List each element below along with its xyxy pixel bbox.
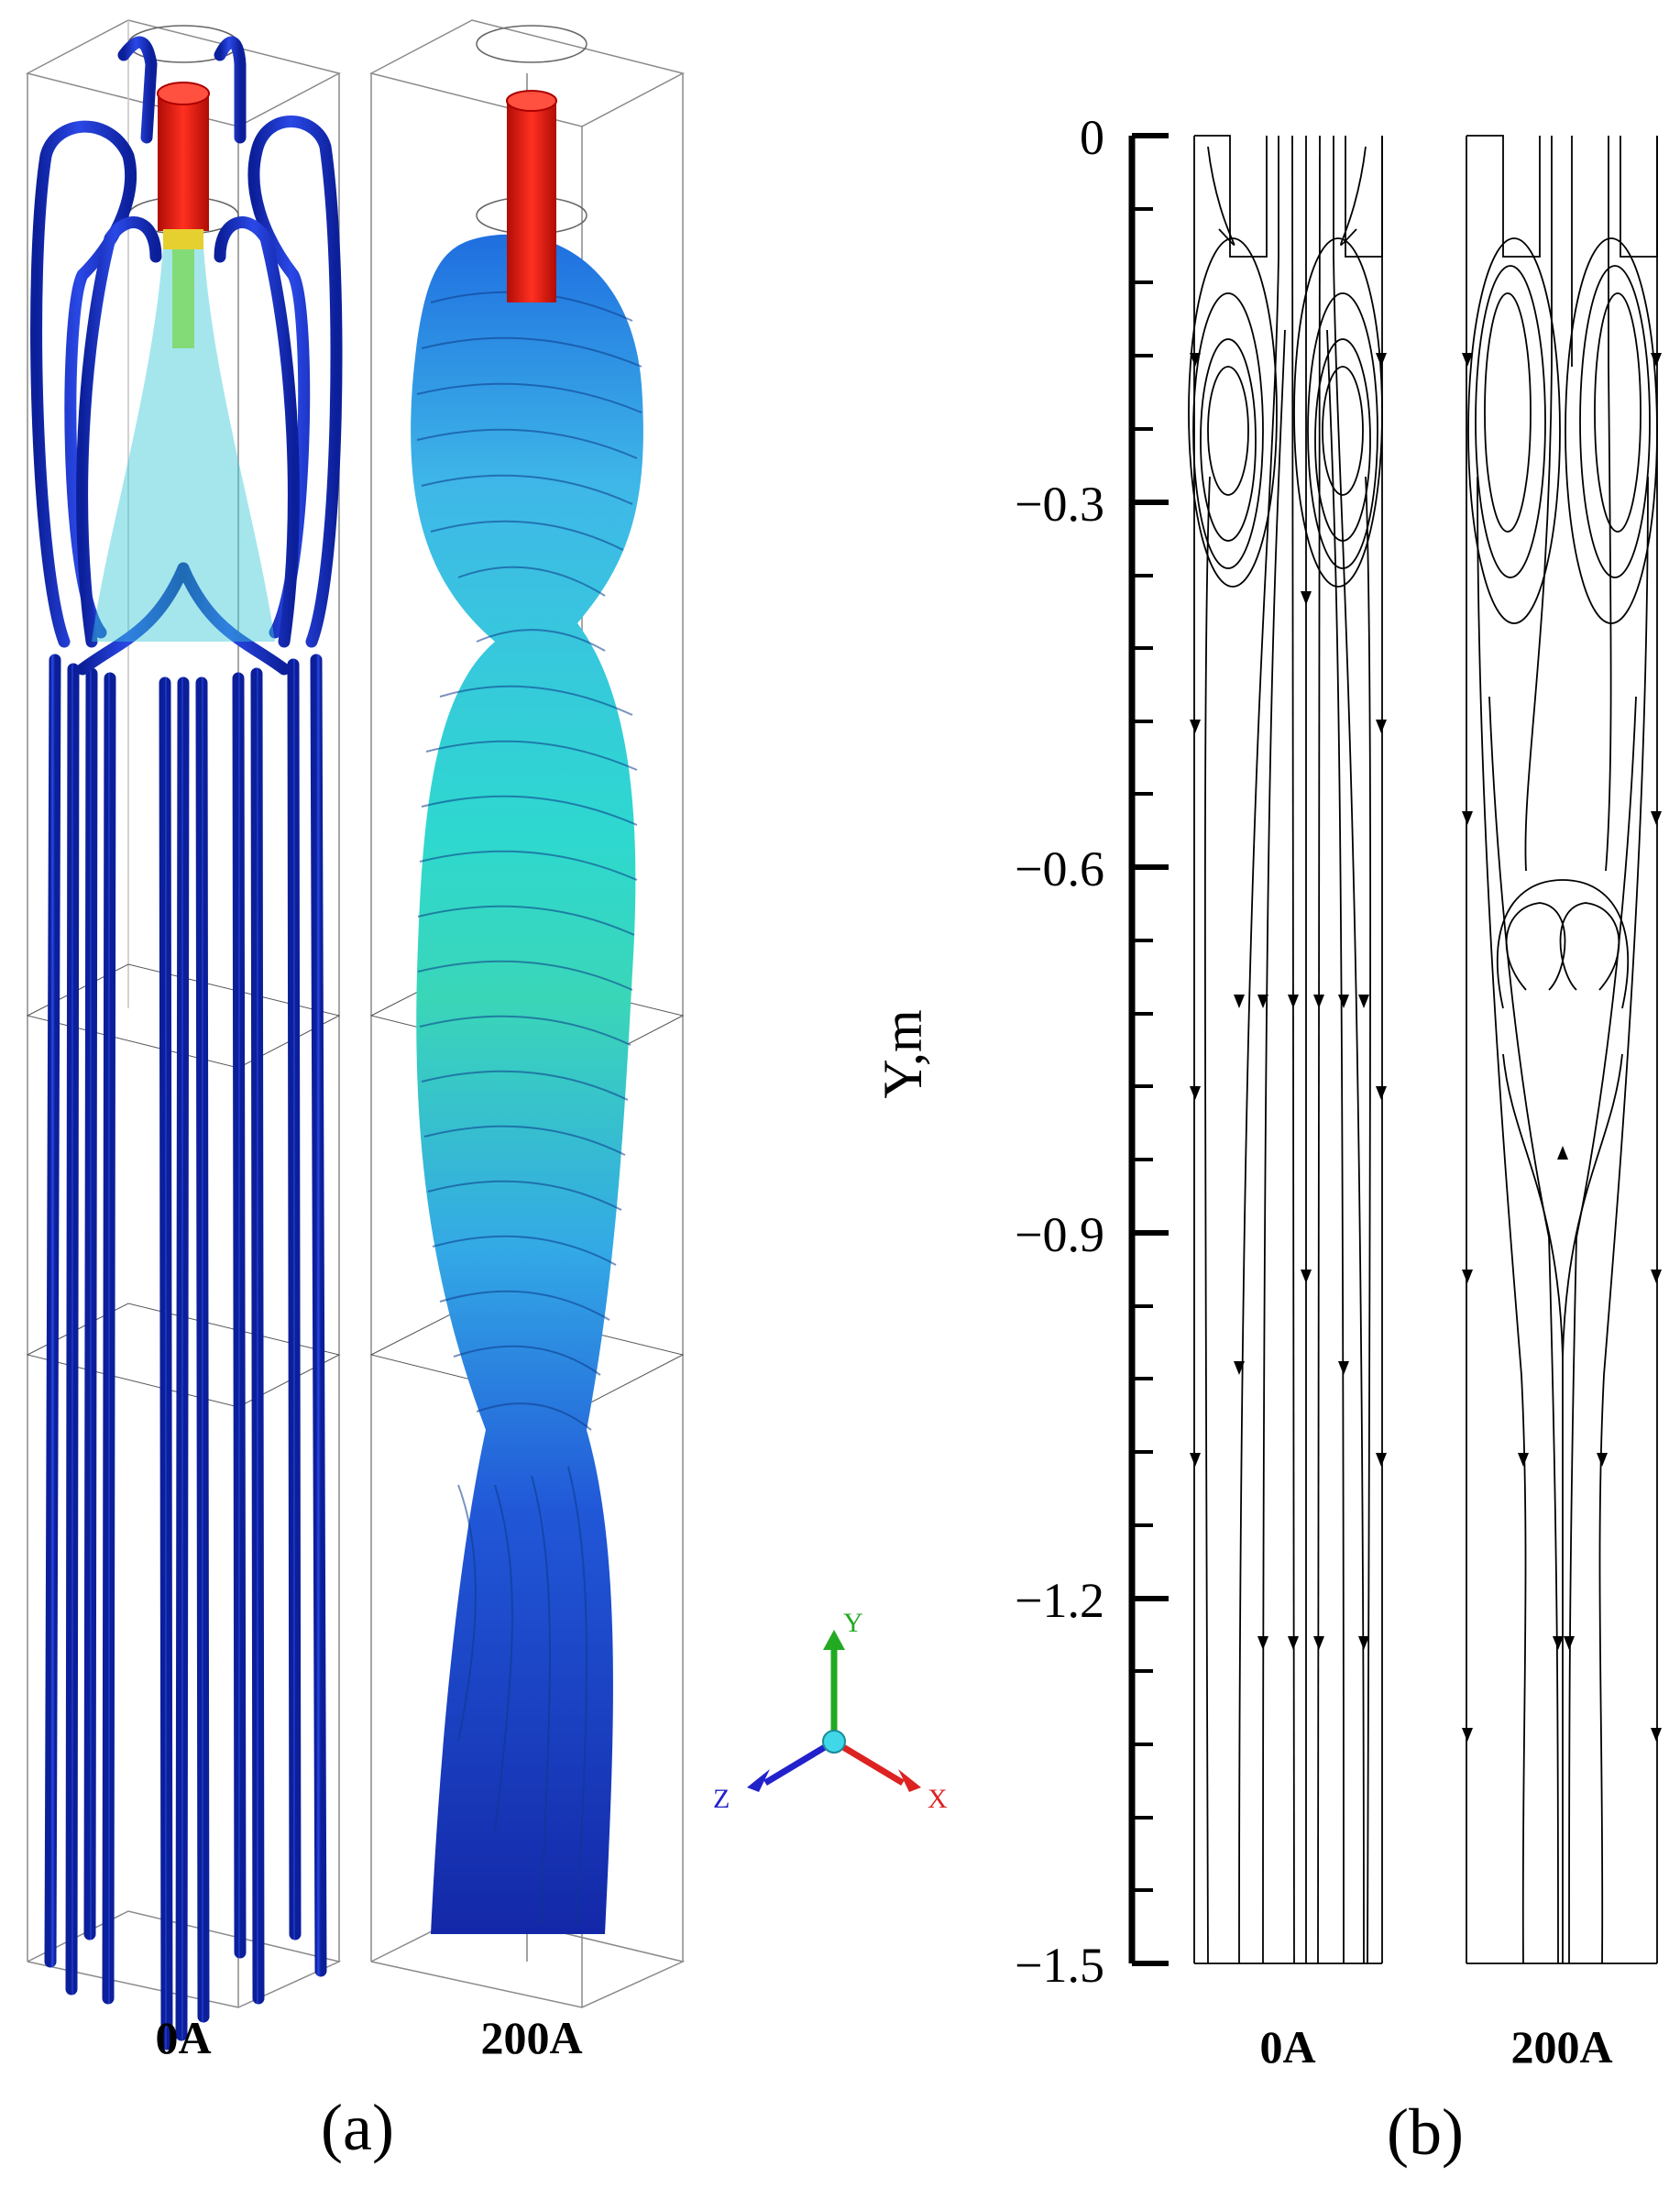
y-tick-label-5: −1.5 [1015,1938,1104,1993]
nozzle-200a [506,90,557,302]
y-tick-label-4: −1.2 [1015,1573,1104,1628]
panel-a-label: (a) [321,2091,394,2164]
y-tick-label-0: 0 [1080,110,1104,165]
panel-b: 0 −0.3 −0.6 −0.9 −1.2 −1.5 Y,m [873,110,1662,2169]
y-tick-label-3: −0.9 [1015,1207,1104,1262]
streamtubes-0a [30,36,343,2051]
panel-a-case-0a-label: 0A [155,2012,211,2063]
y-tick-label-2: −0.6 [1015,841,1104,896]
jet-core-0a [92,211,275,642]
nozzle-0a [157,82,210,249]
y-tick-label-1: −0.3 [1015,477,1104,532]
panel-a: Y X Z 0A 200A (a) [25,19,948,2164]
axis-triad: Y X Z [713,1608,948,1814]
y-axis-title: Y,m [873,1009,933,1098]
panel-b-case-200a-label: 200A [1510,2021,1612,2073]
streamlines-200a [1466,135,1658,1964]
swirl-body-200a [411,234,643,1934]
streamline-arrows-0a [1190,353,1387,1650]
streamlines-0a [1188,135,1383,1964]
y-axis-ticks [1132,133,1169,1966]
panel-b-case-0a-label: 0A [1259,2021,1315,2073]
triad-z-label: Z [713,1784,730,1814]
triad-y-label: Y [843,1608,863,1638]
panel-a-case-200a-label: 200A [480,2012,582,2063]
triad-x-label: X [928,1784,948,1814]
swirl-coils-200a [416,291,642,1926]
panel-b-label: (b) [1387,2095,1464,2169]
streamline-arrows-200a [1462,353,1662,1742]
